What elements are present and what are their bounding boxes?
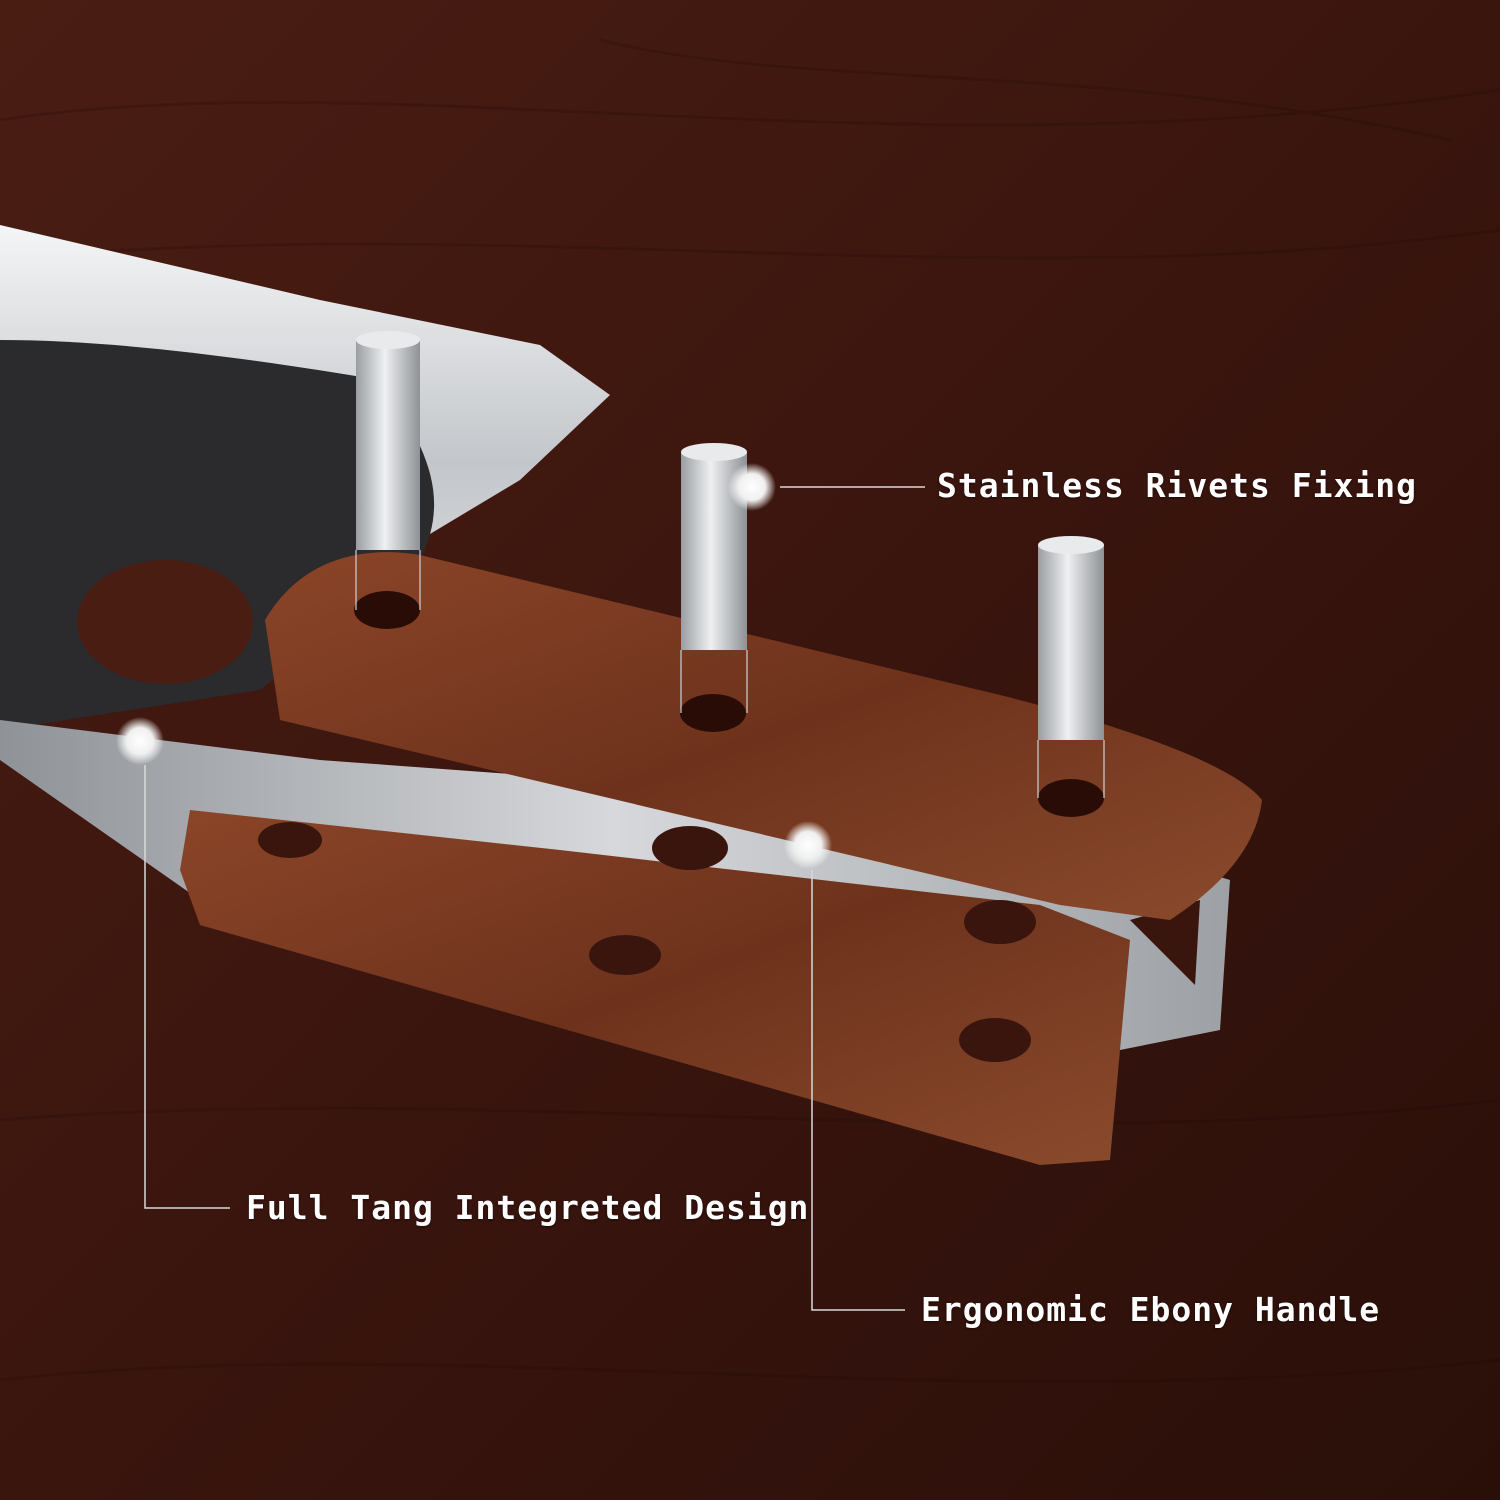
lower-handle-scale [180,810,1130,1165]
tang-lanyard-hole [1130,900,1200,985]
rivets-callout-label: Stainless Rivets Fixing [937,466,1417,505]
upper-handle-scale [265,552,1262,920]
handle-callout-label: Ergonomic Ebony Handle [921,1290,1381,1329]
blade-hole [77,560,253,684]
lower-scale-holes [258,822,1036,1062]
upper-scale-holes [354,591,1104,817]
wood-grain [0,38,1500,1383]
callout-rivets-leader [728,463,925,511]
tang-callout-label: Full Tang Integreted Design [246,1188,810,1227]
callout-handle-leader [784,821,905,1311]
callout-tang-leader [116,717,230,1209]
rivet-rod-1 [355,331,421,610]
rivet-rod-3 [1037,536,1105,798]
